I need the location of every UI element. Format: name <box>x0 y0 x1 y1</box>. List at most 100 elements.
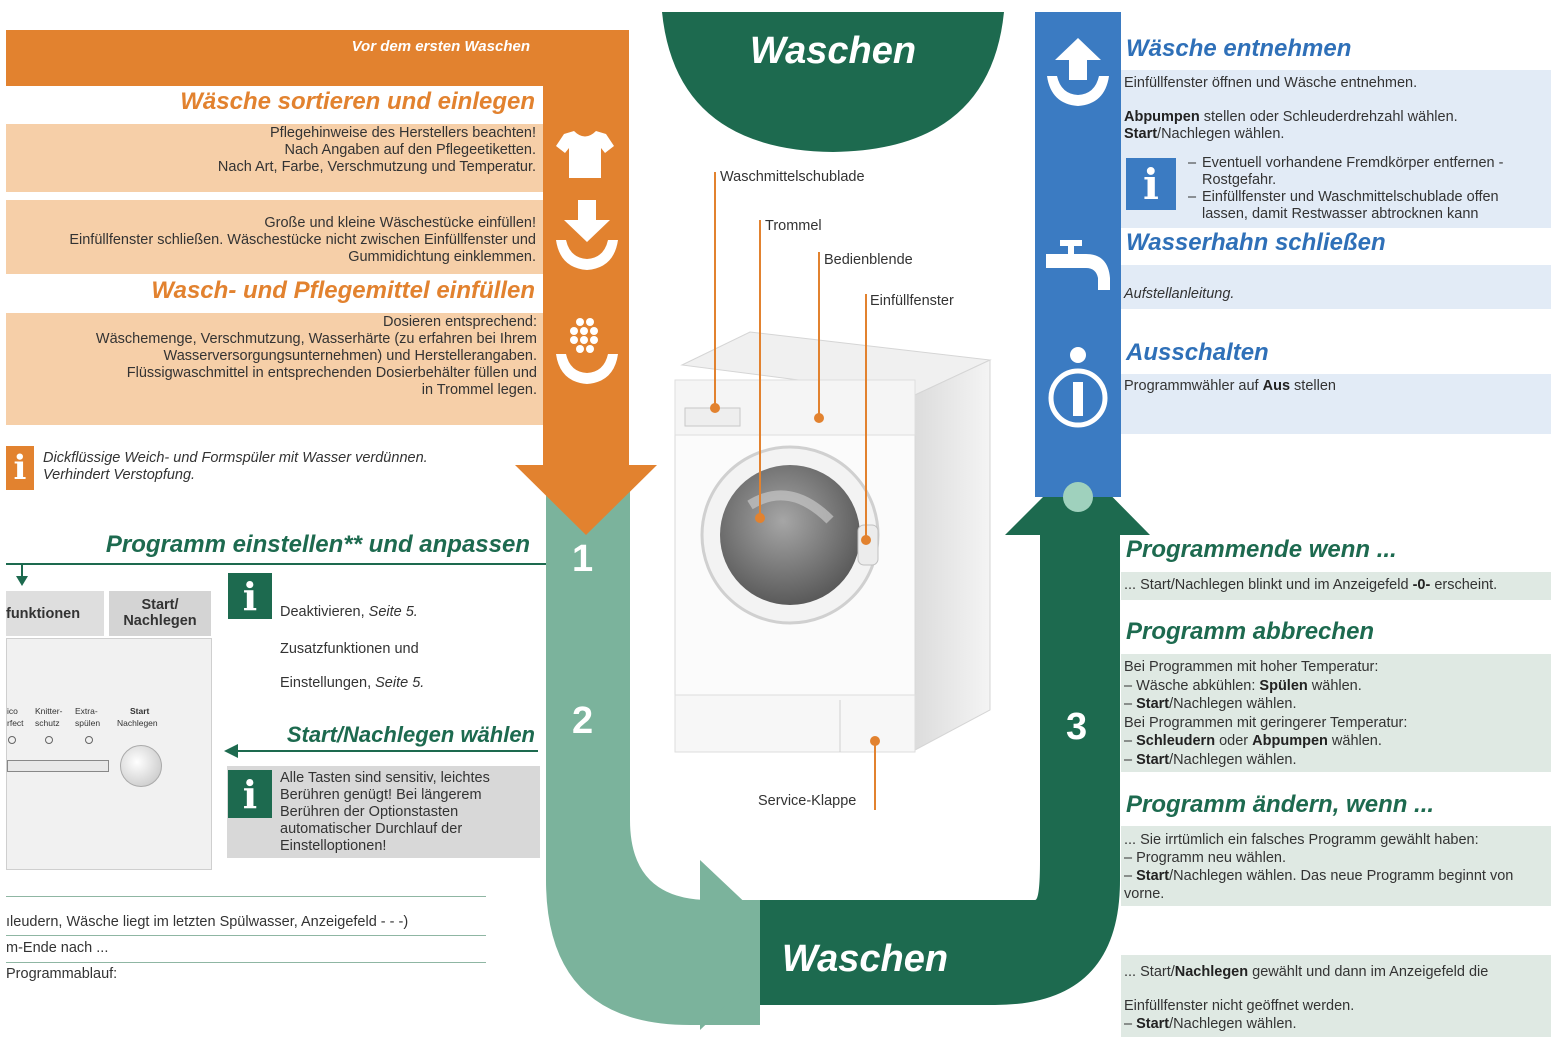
info-icon-orange: i <box>6 446 34 490</box>
mini-label-6: spülen <box>75 718 101 728</box>
orange-header-text: Vor dem ersten Waschen <box>351 38 530 55</box>
mini-label-4: schutz <box>35 718 60 728</box>
detergent-line-1: Dosieren entsprechend: <box>383 314 537 330</box>
program-info-line-3: Einstellungen, Seite 5. <box>280 675 425 691</box>
sensor-line-3: Berühren der Optionstasten <box>280 804 459 820</box>
label-service-klappe: Service-Klappe <box>758 793 857 809</box>
section-title-program: Programm einstellen** und anpassen <box>105 531 530 558</box>
change-line-1: ... Sie irrtümlich ein falsches Programm… <box>1124 832 1479 848</box>
detergent-panel <box>6 313 543 425</box>
panel-tab-functions: funktionen <box>6 591 104 636</box>
section-title-program-end: Programmende wenn ... <box>1126 536 1397 563</box>
program-info-line-1: Deaktivieren, Seite 5. <box>280 604 418 620</box>
sort-line-2: Nach Angaben auf den Pflegeetiketten. <box>284 142 536 158</box>
sensor-line-4: automatischer Durchlauf der <box>280 821 463 837</box>
label-trommel: Trommel <box>765 218 822 234</box>
info-icon-unload: i <box>1126 158 1176 210</box>
dot-service <box>870 736 880 746</box>
leader-blende <box>818 252 820 418</box>
door-panel <box>1121 955 1551 1037</box>
green-flow-arrowhead <box>700 860 790 1030</box>
program-end-line-1: ... Start/Nachlegen blinkt und im Anzeig… <box>1124 577 1498 593</box>
change-line-2: – Programm neu wählen. <box>1124 850 1287 866</box>
detergent-line-3: Wasserversorgungsunternehmen) und Herste… <box>163 348 537 364</box>
info-icon-sensor: i <box>228 770 272 818</box>
dot-trommel <box>755 513 765 523</box>
option-button-1[interactable] <box>8 736 16 744</box>
load-panel <box>6 200 543 274</box>
dot-schublade <box>710 403 720 413</box>
door-line-2: Einfüllfenster nicht geöffnet werden. <box>1124 998 1355 1014</box>
start-title-rule <box>238 750 538 752</box>
cancel-line-5: – Schleudern oder Abpumpen wählen. <box>1124 733 1382 750</box>
bottom-rule-3 <box>6 962 486 963</box>
step-number-1: 1 <box>572 538 594 580</box>
unload-bullet-1: Eventuell vorhandene Fremdkörper entfern… <box>1186 155 1546 189</box>
step-number-2: 2 <box>572 700 594 742</box>
sort-line-1: Pflegehinweise des Herstellers beachten! <box>270 125 536 141</box>
option-button-3[interactable] <box>85 736 93 744</box>
unload-bullet-2: Einfüllfenster und Waschmittelschublade … <box>1186 189 1546 223</box>
orange-info-line-2: Verhindert Verstopfung. <box>43 467 196 483</box>
section-title-sort: Wäsche sortieren und einlegen <box>180 88 535 115</box>
sort-text: Pflegehinweise des Herstellers beachten!… <box>10 125 536 176</box>
sensor-line-2: Berühren genügt! Bei längerem <box>280 787 482 803</box>
program-pointer <box>21 565 23 579</box>
shirt-icon <box>556 131 614 178</box>
unload-line-3: Start/Nachlegen wählen. <box>1124 126 1285 142</box>
unload-line-2: Abpumpen stellen oder Schleuderdrehzahl … <box>1124 109 1458 125</box>
orange-header-bar <box>6 30 629 86</box>
change-panel <box>1121 826 1551 906</box>
section-title-change: Programm ändern, wenn ... <box>1126 791 1435 818</box>
control-panel-drawing <box>6 638 212 870</box>
sensor-line-1: Alle Tasten sind sensitiv, leichtes <box>280 770 490 786</box>
option-button-2[interactable] <box>45 736 53 744</box>
dot-fenster <box>861 535 871 545</box>
program-title-rule <box>6 563 546 565</box>
cancel-line-1: Bei Programmen mit hoher Temperatur: <box>1124 659 1379 675</box>
sensor-info-text: Alle Tasten sind sensitiv, leichtes Berü… <box>280 770 538 855</box>
orange-arrowhead <box>515 465 657 535</box>
section-title-start: Start/Nachlegen wählen <box>286 722 535 747</box>
label-bedienblende: Bedienblende <box>824 252 913 268</box>
off-panel <box>1121 374 1551 434</box>
info-icon-program: i <box>228 573 272 619</box>
bottom-title: Waschen <box>781 938 949 980</box>
mini-label-2: rfect <box>7 718 24 728</box>
bottom-row-1: ıleudern, Wäsche liegt im letzten Spülwa… <box>6 914 409 930</box>
washing-machine-illustration <box>674 331 992 753</box>
top-semicircle <box>662 12 1004 152</box>
label-einfuellfenster: Einfüllfenster <box>870 293 954 309</box>
detergent-line-5: in Trommel legen. <box>421 382 537 398</box>
bottom-rule-2 <box>6 935 486 936</box>
mini-label-1: ico <box>7 706 18 716</box>
sensor-info-panel <box>227 766 540 858</box>
sensor-line-5: Einstelloptionen! <box>280 838 387 854</box>
cancel-line-6: – Start/Nachlegen wählen. <box>1124 751 1297 768</box>
leader-service <box>874 740 876 810</box>
dot-blende <box>814 413 824 423</box>
top-title: Waschen <box>749 30 917 72</box>
program-end-panel <box>1121 572 1551 600</box>
unload-up-icon <box>1047 38 1109 106</box>
off-line-1: Programmwähler auf Aus stellen <box>1124 378 1336 394</box>
sort-line-3: Nach Art, Farbe, Verschmutzung und Tempe… <box>217 159 536 175</box>
unload-bullets: Eventuell vorhandene Fremdkörper entfern… <box>1186 155 1546 223</box>
mini-label-3: Knitter- <box>35 706 63 716</box>
green-flow-band <box>546 480 760 1025</box>
water-tap-icon <box>1046 240 1110 290</box>
step-number-3: 3 <box>1066 706 1088 748</box>
load-text: Große und kleine Wäschestücke einfüllen!… <box>6 215 536 266</box>
leader-fenster <box>865 294 867 540</box>
section-title-tap: Wasserhahn schließen <box>1126 229 1386 256</box>
detergent-icon <box>556 318 618 384</box>
change-line-3: – Start/Nachlegen wählen. Das neue Progr… <box>1124 868 1514 902</box>
door-line-1: ... Start/Nachlegen gewählt und dann im … <box>1124 964 1489 980</box>
panel-start-line-1: Start/ <box>141 597 179 613</box>
unload-line-1: Einfüllfenster öffnen und Wäsche entnehm… <box>1124 75 1418 91</box>
tap-line-1: Aufstellanleitung. <box>1124 286 1235 302</box>
leader-schublade <box>714 172 716 408</box>
sort-panel <box>6 124 543 192</box>
start-knob[interactable] <box>120 745 162 787</box>
